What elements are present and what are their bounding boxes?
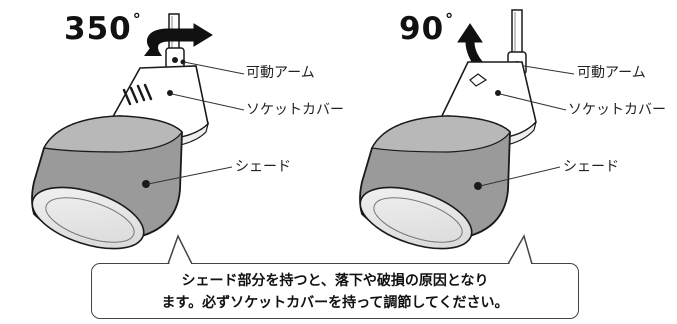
- left-vent-slots: [122, 83, 153, 106]
- right-label-socket-cover: ソケットカバー: [568, 102, 666, 118]
- left-label-socket-cover: ソケットカバー: [246, 102, 344, 118]
- left-label-shade: シェード: [235, 159, 291, 175]
- left-angle-value: 350: [64, 11, 132, 47]
- right-angle-value: 90: [399, 11, 445, 47]
- warning-text-line-2: ます。必ずソケットカバーを持って調節してください。: [161, 295, 509, 311]
- left-angle-label: 350°: [64, 11, 142, 47]
- right-degree-symbol: °: [445, 10, 455, 29]
- left-lamp: [31, 13, 245, 250]
- right-shade: [359, 115, 511, 250]
- right-label-arm: 可動アーム: [577, 65, 646, 81]
- left-arm-joint: [165, 47, 186, 71]
- warning-callout: シェード部分を持つと、落下や破損の原因となり ます。必ずソケットカバーを持って調…: [91, 263, 579, 319]
- left-rotation-arrow: [144, 23, 213, 56]
- left-label-arm: 可動アーム: [246, 65, 315, 81]
- right-lamp: [359, 9, 575, 250]
- left-shade: [31, 115, 183, 250]
- left-degree-symbol: °: [132, 10, 142, 29]
- warning-text-line-1: シェード部分を持つと、落下や破損の原因となり: [181, 273, 489, 289]
- right-leader-lines: [479, 65, 575, 187]
- right-tilt-arrow: [457, 23, 487, 73]
- warning-callout-tails: [166, 234, 533, 265]
- right-angle-label: 90°: [399, 11, 454, 47]
- left-leader-lines: [147, 61, 245, 185]
- right-arm-pole: [511, 9, 523, 57]
- right-label-shade: シェード: [563, 159, 619, 175]
